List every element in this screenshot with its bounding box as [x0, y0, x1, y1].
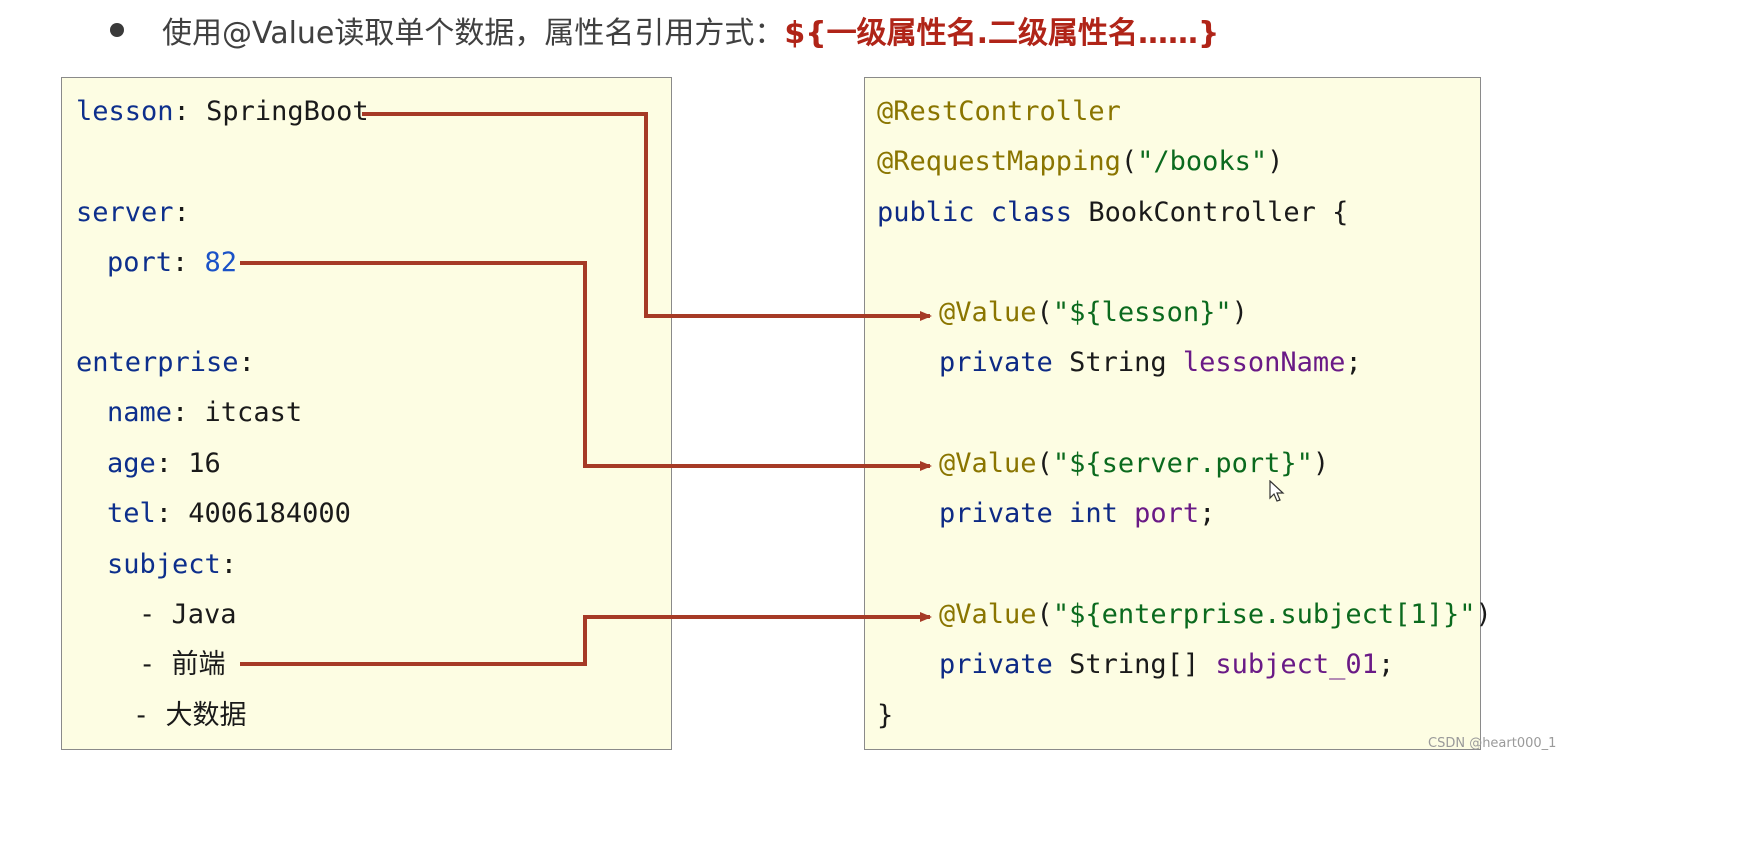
value-arg-server-port: "${server.port}": [1052, 448, 1313, 479]
yaml-line-tel: tel: 4006184000: [107, 498, 351, 529]
java-line-request-mapping: @RequestMapping("/books"): [877, 146, 1284, 177]
class-name: BookController {: [1088, 197, 1349, 228]
java-line-closing-brace: }: [877, 700, 894, 731]
yaml-subject-item-java: - Java: [139, 599, 237, 630]
yaml-line-subject: subject:: [107, 549, 238, 580]
field-port: port: [1134, 498, 1200, 529]
yaml-key-name: name: [107, 397, 173, 428]
type-string-1: String: [1069, 347, 1167, 378]
java-line-value-lesson: @Value("${lesson}"): [939, 297, 1248, 328]
value-arg-subject: "${enterprise.subject[1]}": [1052, 599, 1476, 630]
java-line-field-lessonname: private String lessonName;: [939, 347, 1362, 378]
yaml-key-lesson: lesson: [76, 96, 174, 127]
yaml-line-port: port: 82: [107, 247, 238, 278]
yaml-line-lesson: lesson: SpringBoot: [76, 96, 369, 127]
yaml-key-port: port: [107, 247, 173, 278]
value-arg-lesson: "${lesson}": [1052, 297, 1232, 328]
java-line-field-subject: private String[] subject_01;: [939, 649, 1395, 680]
java-line-value-subject: @Value("${enterprise.subject[1]}"): [939, 599, 1492, 630]
java-line-class-decl: public class BookController {: [877, 193, 1348, 233]
yaml-line-enterprise: enterprise:: [76, 347, 255, 378]
yaml-value-port: 82: [204, 247, 238, 278]
private-keyword-2: private: [939, 498, 1053, 529]
request-mapping-path: "/books": [1137, 146, 1268, 177]
request-mapping-annotation: @RequestMapping: [877, 146, 1121, 177]
java-line-field-port: private int port;: [939, 498, 1216, 529]
private-keyword-1: private: [939, 347, 1053, 378]
type-string-array: String[]: [1069, 649, 1200, 680]
yaml-key-subject: subject: [107, 549, 221, 580]
bullet-dot-icon: [110, 23, 124, 37]
java-line-value-server-port: @Value("${server.port}"): [939, 448, 1330, 479]
watermark-text: CSDN @heart000_1: [1428, 736, 1557, 751]
heading-syntax: ${一级属性名.二级属性名……}: [784, 16, 1220, 51]
value-annotation-2: @Value: [939, 448, 1037, 479]
yaml-value-name: itcast: [204, 397, 303, 428]
heading-text: 使用@Value读取单个数据，属性名引用方式：: [162, 16, 785, 51]
yaml-key-server: server: [76, 197, 174, 228]
class-decl-keywords: public class: [877, 197, 1073, 228]
yaml-line-server: server:: [76, 197, 190, 228]
yaml-key-enterprise: enterprise: [76, 347, 239, 378]
mouse-cursor-icon: [1269, 480, 1285, 502]
slide-heading: 使用@Value读取单个数据，属性名引用方式： ${一级属性名.二级属性名……}: [110, 4, 1219, 56]
field-subject01: subject_01: [1215, 649, 1378, 680]
yaml-line-age: age: 16: [107, 448, 221, 479]
yaml-value-lesson: SpringBoot: [206, 96, 369, 127]
value-annotation-1: @Value: [939, 297, 1037, 328]
arrow-subject-to-value: [240, 612, 932, 666]
yaml-subject-item-frontend: - 前端: [139, 649, 226, 680]
yaml-value-age: 16: [188, 448, 221, 479]
field-lessonname: lessonName: [1182, 347, 1346, 378]
yaml-key-age: age: [107, 448, 156, 479]
type-int: int: [1069, 498, 1118, 529]
yaml-value-tel: 4006184000: [188, 498, 351, 529]
yaml-line-name: name: itcast: [107, 397, 303, 428]
arrow-port-to-value: [240, 261, 932, 471]
private-keyword-3: private: [939, 649, 1053, 680]
value-annotation-3: @Value: [939, 599, 1037, 630]
yaml-subject-item-bigdata: - 大数据: [133, 700, 247, 731]
yaml-key-tel: tel: [107, 498, 156, 529]
java-code-panel: [864, 77, 1481, 750]
yaml-config-panel: [61, 77, 672, 750]
java-line-rest-controller: @RestController: [877, 96, 1121, 127]
arrow-lesson-to-value: [362, 112, 932, 321]
